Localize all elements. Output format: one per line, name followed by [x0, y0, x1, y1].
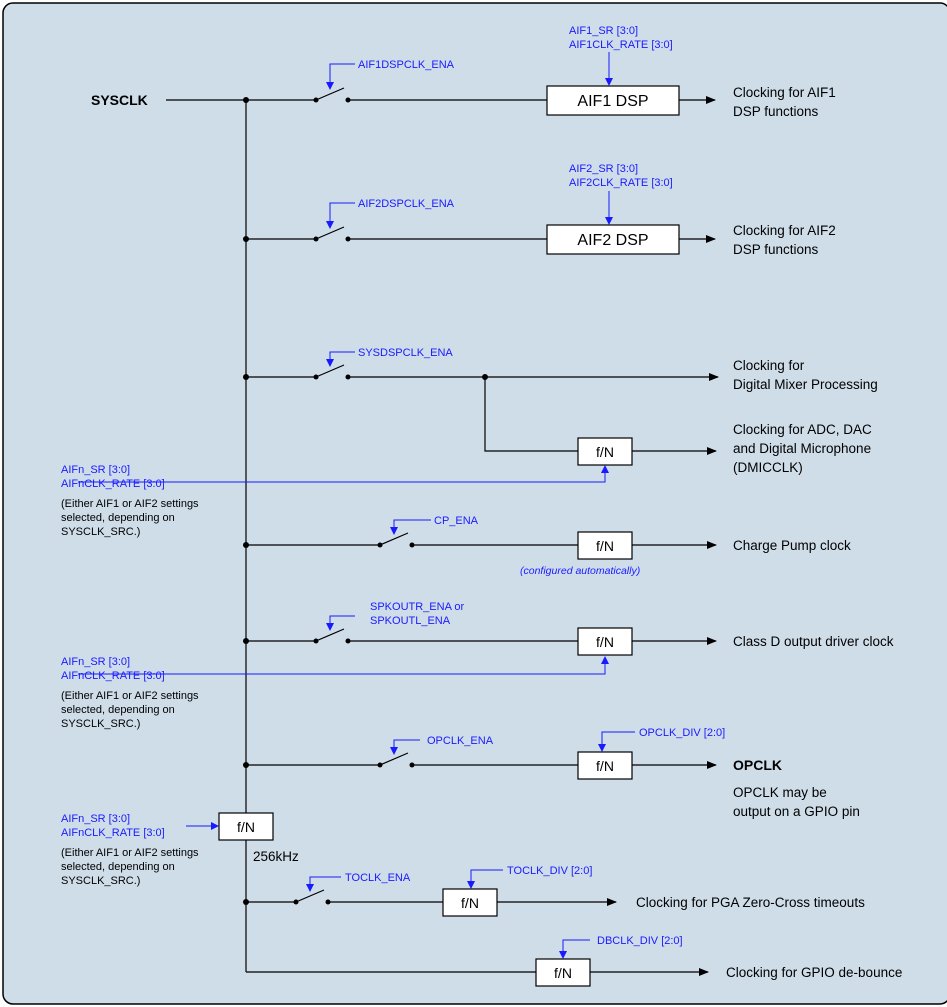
- branch-class-d: SPKOUTR_ENA or SPKOUTL_ENA f/N Class D o…: [78, 601, 894, 675]
- aif2dspclk-switch[interactable]: [315, 226, 345, 240]
- aifn-note-line2: selected, depending on: [61, 861, 175, 873]
- cp-ena-label: CP_ENA: [434, 515, 479, 527]
- opclk-output-line2: output on a GPIO pin: [733, 804, 860, 819]
- branch-aif1: AIF1DSPCLK_ENA AIF1 DSP AIF1_SR [3:0] AI…: [246, 25, 836, 119]
- sysdspclk-ena-label: SYSDSPCLK_ENA: [358, 347, 453, 359]
- aifnclk-rate-label: AIFnCLK_RATE [3:0]: [61, 670, 165, 682]
- aifn-note-line2: selected, depending on: [61, 512, 175, 524]
- toclk-output-label: Clocking for PGA Zero-Cross timeouts: [636, 895, 865, 910]
- adc-output-line3: (DMICCLK): [733, 460, 803, 475]
- aif2-dsp-label: AIF2 DSP: [577, 232, 648, 249]
- opclk-output-title: OPCLK: [733, 757, 782, 773]
- toclk-div-label: TOCLK_DIV [2:0]: [507, 865, 592, 877]
- branch-toclk: TOCLK_ENA f/N TOCLK_DIV [2:0] Clocking f…: [246, 865, 865, 917]
- aif1dspclk-ena-label: AIF1DSPCLK_ENA: [358, 59, 455, 71]
- opclk-ena-switch[interactable]: [379, 752, 409, 766]
- cp-configured-note: (configured automatically): [520, 565, 640, 577]
- sysdspclk-switch[interactable]: [315, 364, 345, 378]
- aif1-output-line2: DSP functions: [733, 104, 819, 119]
- aifn-control-1: AIFn_SR [3:0] AIFnCLK_RATE [3:0] (Either…: [61, 464, 199, 538]
- aifn-note-line1: (Either AIF1 or AIF2 settings: [61, 690, 199, 702]
- sysdsp-output-line1: Clocking for: [733, 358, 805, 373]
- aif2dspclk-ena-label: AIF2DSPCLK_ENA: [358, 198, 455, 210]
- dbclk-div-label: DBCLK_DIV [2:0]: [597, 935, 683, 947]
- dbclk-divider-label: f/N: [554, 965, 572, 981]
- prescaler-divider-box: [218, 812, 274, 841]
- sysdsp-output-line2: Digital Mixer Processing: [733, 377, 878, 392]
- classd-divider-label: f/N: [596, 634, 614, 650]
- aifn-note-line1: (Either AIF1 or AIF2 settings: [61, 847, 199, 859]
- aif2-sr-label: AIF2_SR [3:0]: [569, 163, 638, 175]
- opclk-ena-label: OPCLK_ENA: [427, 735, 494, 747]
- cp-ena-switch[interactable]: [379, 532, 409, 546]
- branch-sysdsp: SYSDSPCLK_ENA Clocking for Digital Mixer…: [246, 347, 878, 392]
- prescaler-divider-label: f/N: [237, 819, 255, 835]
- aif2-dsp-box: [546, 224, 680, 255]
- branch-adc-dac: f/N Clocking for ADC, DAC and Digital Mi…: [78, 377, 872, 483]
- aif2-output-line2: DSP functions: [733, 242, 819, 257]
- opclk-output-line1: OPCLK may be: [733, 785, 827, 800]
- aifn-note-line3: SYSCLK_SRC.): [61, 875, 140, 887]
- spkoutl-ena-label: SPKOUTL_ENA: [370, 615, 451, 627]
- aifnclk-rate-label: AIFnCLK_RATE [3:0]: [61, 478, 165, 490]
- aifn-control-3: AIFn_SR [3:0] AIFnCLK_RATE [3:0] (Either…: [61, 813, 199, 887]
- opclk-divider-box: [577, 751, 633, 780]
- aifn-sr-label: AIFn_SR [3:0]: [61, 656, 130, 668]
- toclk-divider-label: f/N: [461, 895, 479, 911]
- aifnclk-rate-label: AIFnCLK_RATE [3:0]: [61, 827, 165, 839]
- aifn-control-2: AIFn_SR [3:0] AIFnCLK_RATE [3:0] (Either…: [61, 656, 199, 730]
- cp-divider-label: f/N: [596, 538, 614, 554]
- opclk-divider-label: f/N: [596, 758, 614, 774]
- opclk-div-label: OPCLK_DIV [2:0]: [639, 727, 725, 739]
- branch-charge-pump: CP_ENA f/N (configured automatically) Ch…: [246, 515, 851, 577]
- branch-aif2: AIF2DSPCLK_ENA AIF2 DSP AIF2_SR [3:0] AI…: [246, 163, 836, 257]
- branch-opclk: OPCLK_ENA f/N OPCLK_DIV [2:0] OPCLK OPCL…: [246, 727, 860, 819]
- cp-divider-box: [577, 531, 633, 560]
- aif2clk-rate-label: AIF2CLK_RATE [3:0]: [569, 177, 673, 189]
- aif1dspclk-switch[interactable]: [315, 87, 345, 101]
- aif1clk-rate-label: AIF1CLK_RATE [3:0]: [569, 39, 673, 51]
- prescaler-freq-label: 256kHz: [253, 849, 299, 864]
- classd-divider-box: [577, 627, 633, 656]
- adc-output-line2: and Digital Microphone: [733, 441, 871, 456]
- aif1-dsp-label: AIF1 DSP: [577, 93, 648, 110]
- branch-dbclk: f/N DBCLK_DIV [2:0] Clocking for GPIO de…: [246, 935, 902, 987]
- aif2-output-line1: Clocking for AIF2: [733, 223, 836, 238]
- adc-output-line1: Clocking for ADC, DAC: [733, 422, 872, 437]
- aifn-note-line1: (Either AIF1 or AIF2 settings: [61, 498, 199, 510]
- dbclk-output-label: Clocking for GPIO de-bounce: [726, 965, 902, 980]
- spkout-ena-switch[interactable]: [315, 628, 345, 642]
- adc-divider-label: f/N: [596, 444, 614, 460]
- classd-output-label: Class D output driver clock: [733, 634, 894, 649]
- aifn-note-line3: SYSCLK_SRC.): [61, 718, 140, 730]
- aif1-sr-label: AIF1_SR [3:0]: [569, 25, 638, 37]
- aifn-note-line3: SYSCLK_SRC.): [61, 526, 140, 538]
- cp-output-label: Charge Pump clock: [733, 538, 851, 553]
- toclk-ena-switch[interactable]: [295, 889, 325, 903]
- spkoutr-ena-label: SPKOUTR_ENA or: [370, 601, 464, 613]
- toclk-divider-box: [442, 888, 498, 917]
- sysclk-label: SYSCLK: [91, 92, 148, 108]
- toclk-ena-label: TOCLK_ENA: [345, 872, 411, 884]
- aif1-output-line1: Clocking for AIF1: [733, 85, 836, 100]
- prescaler: f/N 256kHz: [186, 812, 299, 864]
- aifn-note-line2: selected, depending on: [61, 704, 175, 716]
- aifn-sr-label: AIFn_SR [3:0]: [61, 813, 130, 825]
- adc-divider-box: [577, 437, 633, 466]
- aifn-sr-label: AIFn_SR [3:0]: [61, 464, 130, 476]
